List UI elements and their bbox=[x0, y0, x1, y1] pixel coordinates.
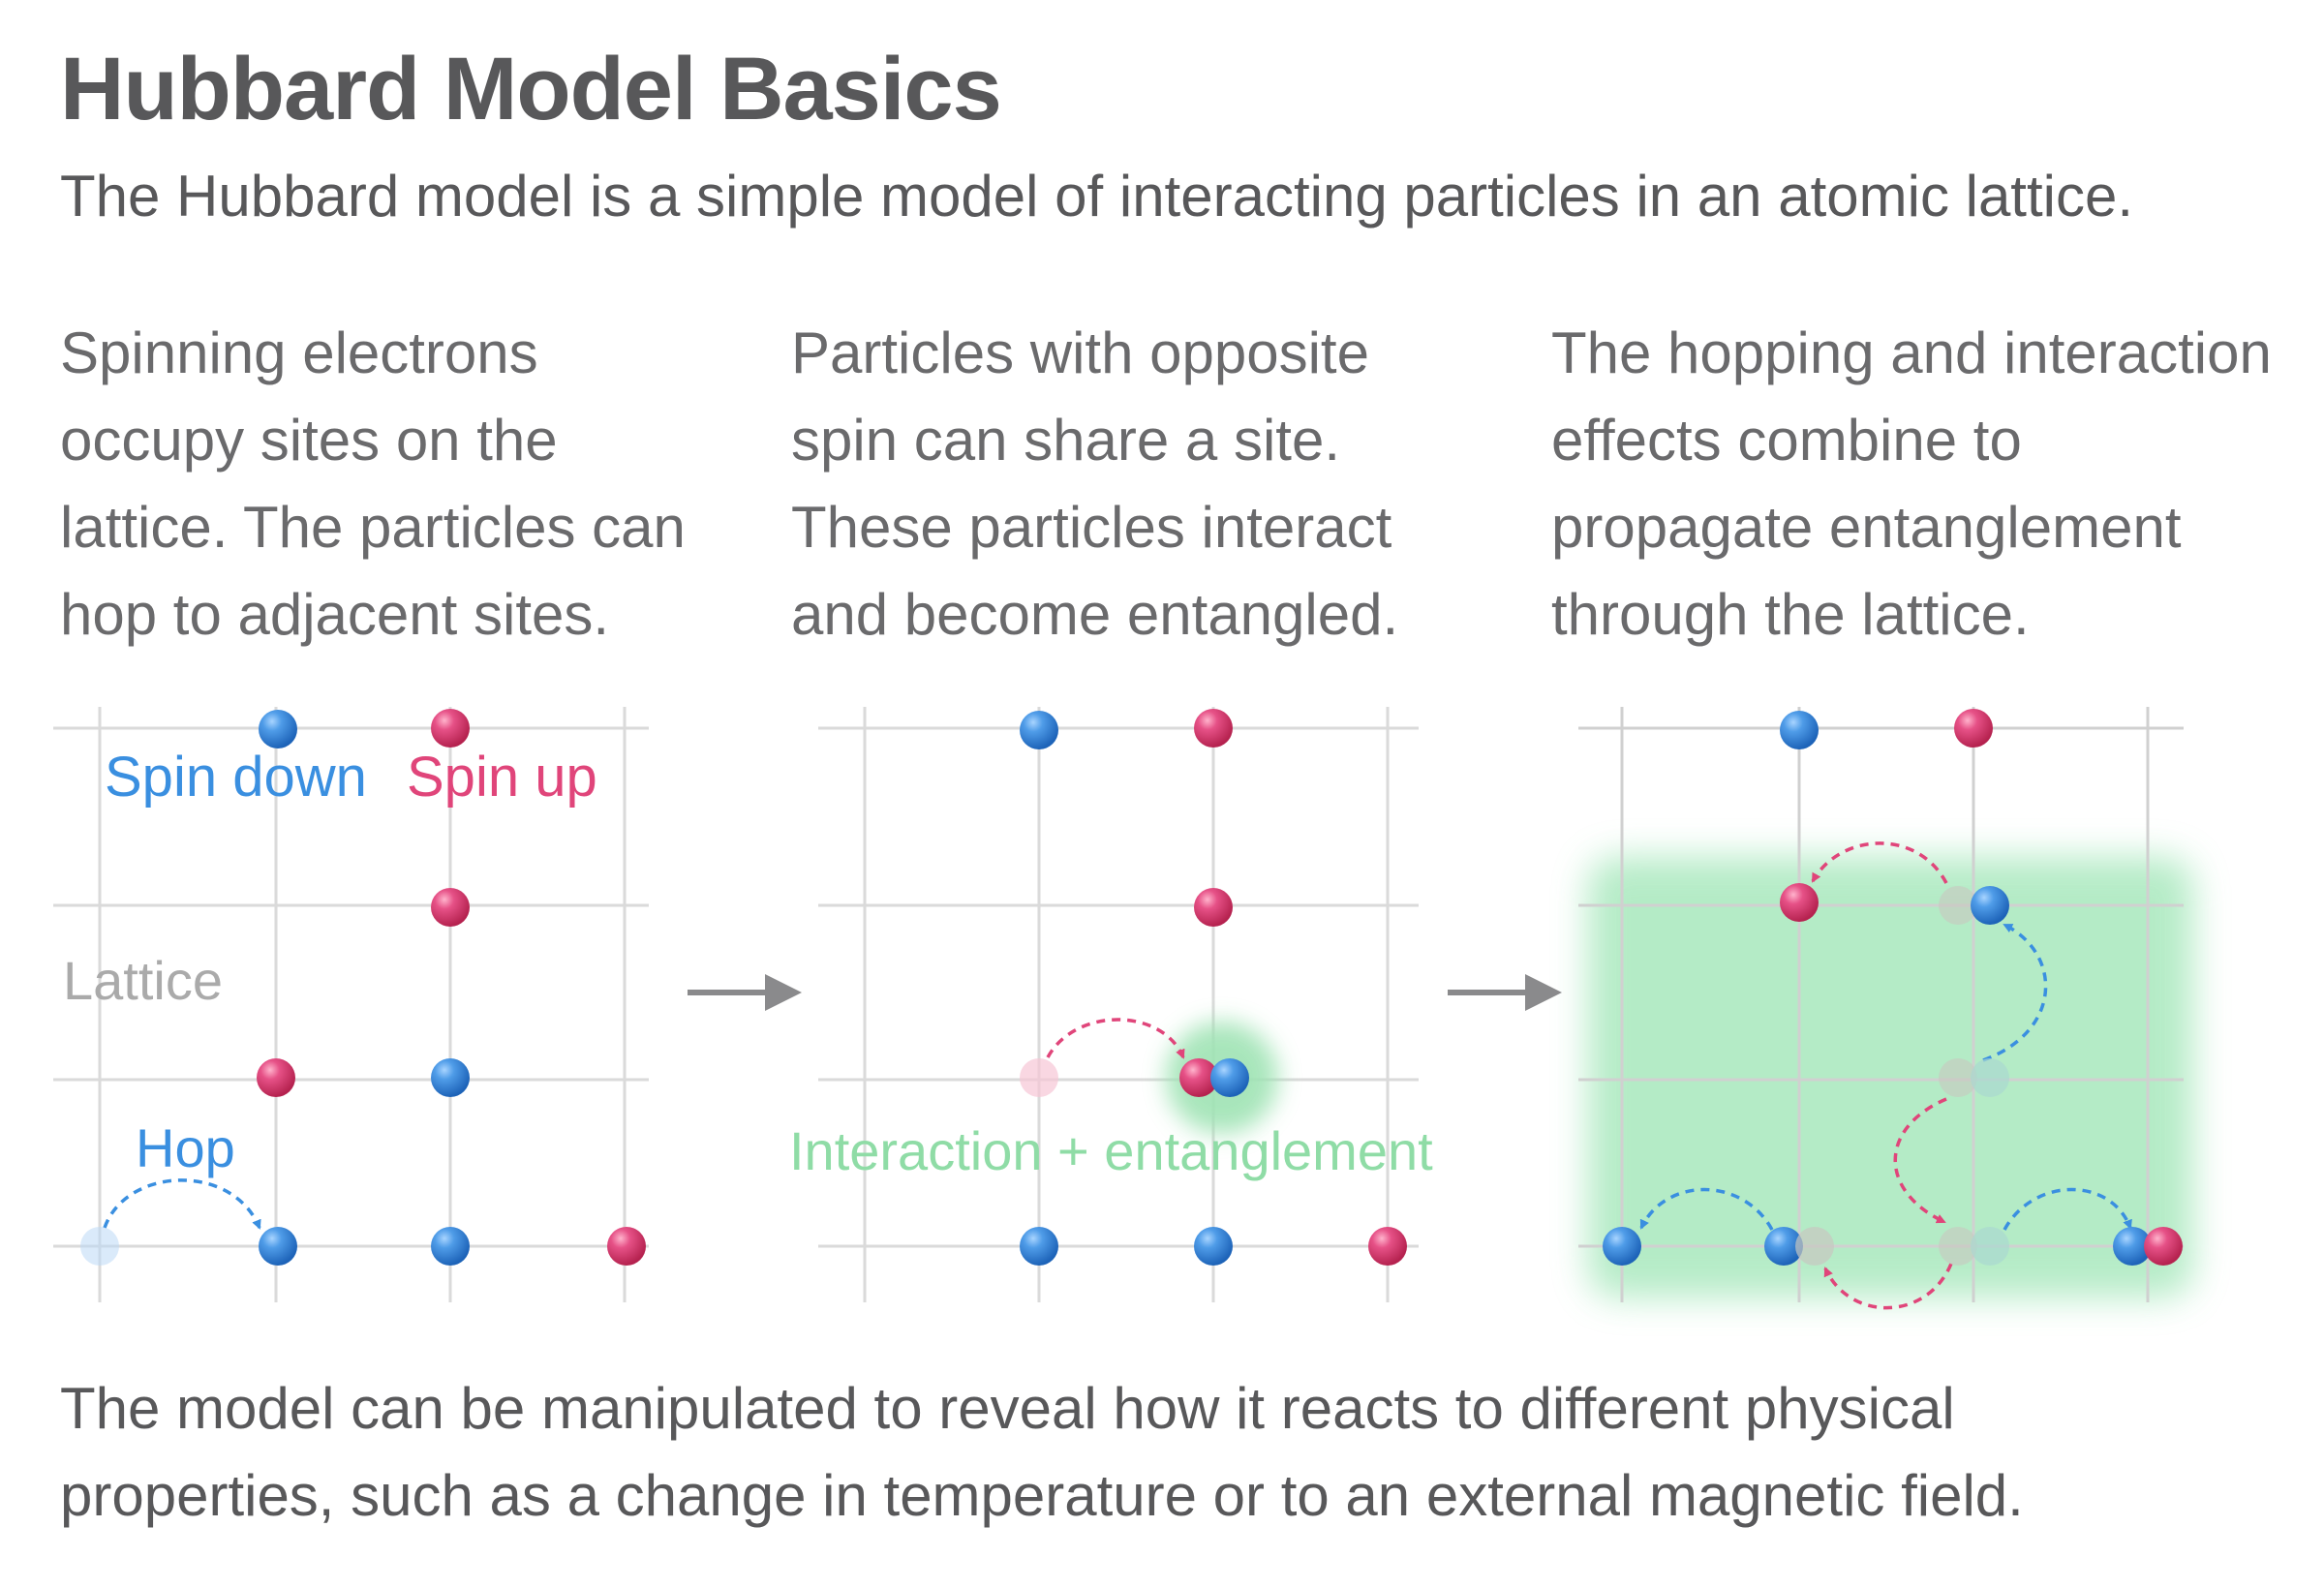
ghost-particle bbox=[1020, 1058, 1058, 1097]
spin-down-particle bbox=[1194, 1227, 1233, 1266]
right-arrow-icon bbox=[688, 974, 802, 1011]
page-title: Hubbard Model Basics bbox=[60, 40, 1002, 138]
pink-hop-arrow bbox=[1823, 1263, 1953, 1310]
text-line: Particles with opposite bbox=[791, 321, 1369, 385]
right-arrow-icon bbox=[1448, 974, 1562, 1011]
panel-1-particles bbox=[80, 709, 646, 1266]
spin-down-particle bbox=[1780, 711, 1819, 749]
pink-hop-arrow bbox=[1811, 841, 1948, 884]
ghost-particle bbox=[1971, 1227, 2009, 1266]
spin-down-particle bbox=[1210, 1058, 1249, 1097]
text-line: lattice. The particles can bbox=[60, 495, 686, 560]
entanglement-region bbox=[1588, 857, 2193, 1298]
spin-up-particle bbox=[2144, 1227, 2183, 1266]
panel-1-lattice bbox=[53, 707, 649, 1302]
text-line: through the lattice. bbox=[1551, 582, 2030, 647]
panel-3-lattice bbox=[1578, 707, 2184, 1302]
page-subtitle: The Hubbard model is a simple model of i… bbox=[60, 164, 2134, 229]
spin-down-particle bbox=[1020, 1227, 1058, 1266]
interaction-label: Interaction + entanglement bbox=[789, 1120, 1433, 1181]
blue-hop-arrow bbox=[2003, 1187, 2132, 1231]
spin-down-particle bbox=[1020, 711, 1058, 749]
panel-2-particles bbox=[1020, 709, 1407, 1266]
spin-up-particle bbox=[431, 709, 470, 748]
text-line: spin can share a site. bbox=[791, 408, 1340, 473]
panel-2-description: Particles with opposite spin can share a… bbox=[791, 310, 1527, 658]
spin-down-particle bbox=[2113, 1227, 2152, 1266]
spin-up-particle bbox=[257, 1058, 295, 1097]
ghost-particle bbox=[1939, 1058, 1977, 1097]
pink-hop-arrow bbox=[1893, 1097, 1947, 1224]
text-line: These particles interact bbox=[791, 495, 1392, 560]
spin-down-label: Spin down bbox=[105, 746, 367, 809]
text-line: and become entangled. bbox=[791, 582, 1399, 647]
blue-hop-arrow bbox=[1639, 1187, 1774, 1231]
ghost-particle bbox=[80, 1227, 119, 1266]
spin-up-particle bbox=[607, 1227, 646, 1266]
text-line: propagate entanglement bbox=[1551, 495, 2182, 560]
spin-down-particle bbox=[431, 1058, 470, 1097]
panel-2-lattice bbox=[818, 707, 1419, 1302]
text-line: The model can be manipulated to reveal h… bbox=[60, 1376, 1955, 1441]
hop-arrow bbox=[103, 1178, 261, 1230]
ghost-particle bbox=[1939, 1227, 1977, 1266]
spin-down-particle bbox=[431, 1227, 470, 1266]
spin-up-particle bbox=[431, 888, 470, 927]
text-line: The hopping and interaction bbox=[1551, 321, 2272, 385]
text-line: effects combine to bbox=[1551, 408, 2022, 473]
text-line: hop to adjacent sites. bbox=[60, 582, 610, 647]
spin-up-particle bbox=[1368, 1227, 1407, 1266]
spin-up-particle bbox=[1780, 883, 1819, 922]
text-line: occupy sites on the bbox=[60, 408, 558, 473]
footer-text: The model can be manipulated to reveal h… bbox=[60, 1365, 2024, 1540]
spin-down-particle bbox=[259, 1227, 297, 1266]
ghost-particle bbox=[1795, 1227, 1834, 1266]
panel-1-description: Spinning electrons occupy sites on the l… bbox=[60, 310, 796, 658]
text-line: properties, such as a change in temperat… bbox=[60, 1463, 2024, 1528]
spin-down-particle bbox=[1764, 1227, 1803, 1266]
interaction-hop-arrow bbox=[1046, 1018, 1185, 1059]
spin-up-particle bbox=[1954, 709, 1993, 748]
blue-hop-arrow bbox=[1982, 923, 2048, 1062]
lattice-label: Lattice bbox=[63, 950, 223, 1011]
panel-3-description: The hopping and interaction effects comb… bbox=[1551, 310, 2287, 658]
text-line: Spinning electrons bbox=[60, 321, 538, 385]
spin-down-particle bbox=[1603, 1227, 1641, 1266]
spin-up-label: Spin up bbox=[407, 746, 597, 809]
spin-up-particle bbox=[1194, 709, 1233, 748]
hop-label: Hop bbox=[136, 1117, 235, 1178]
ghost-particle bbox=[1971, 1058, 2009, 1097]
spin-up-particle bbox=[1179, 1058, 1218, 1097]
spin-up-particle bbox=[1194, 888, 1233, 927]
spin-down-particle bbox=[1971, 886, 2009, 925]
ghost-particle bbox=[1939, 886, 1977, 925]
panel-3-particles bbox=[1603, 709, 2183, 1266]
spin-down-particle bbox=[259, 710, 297, 748]
